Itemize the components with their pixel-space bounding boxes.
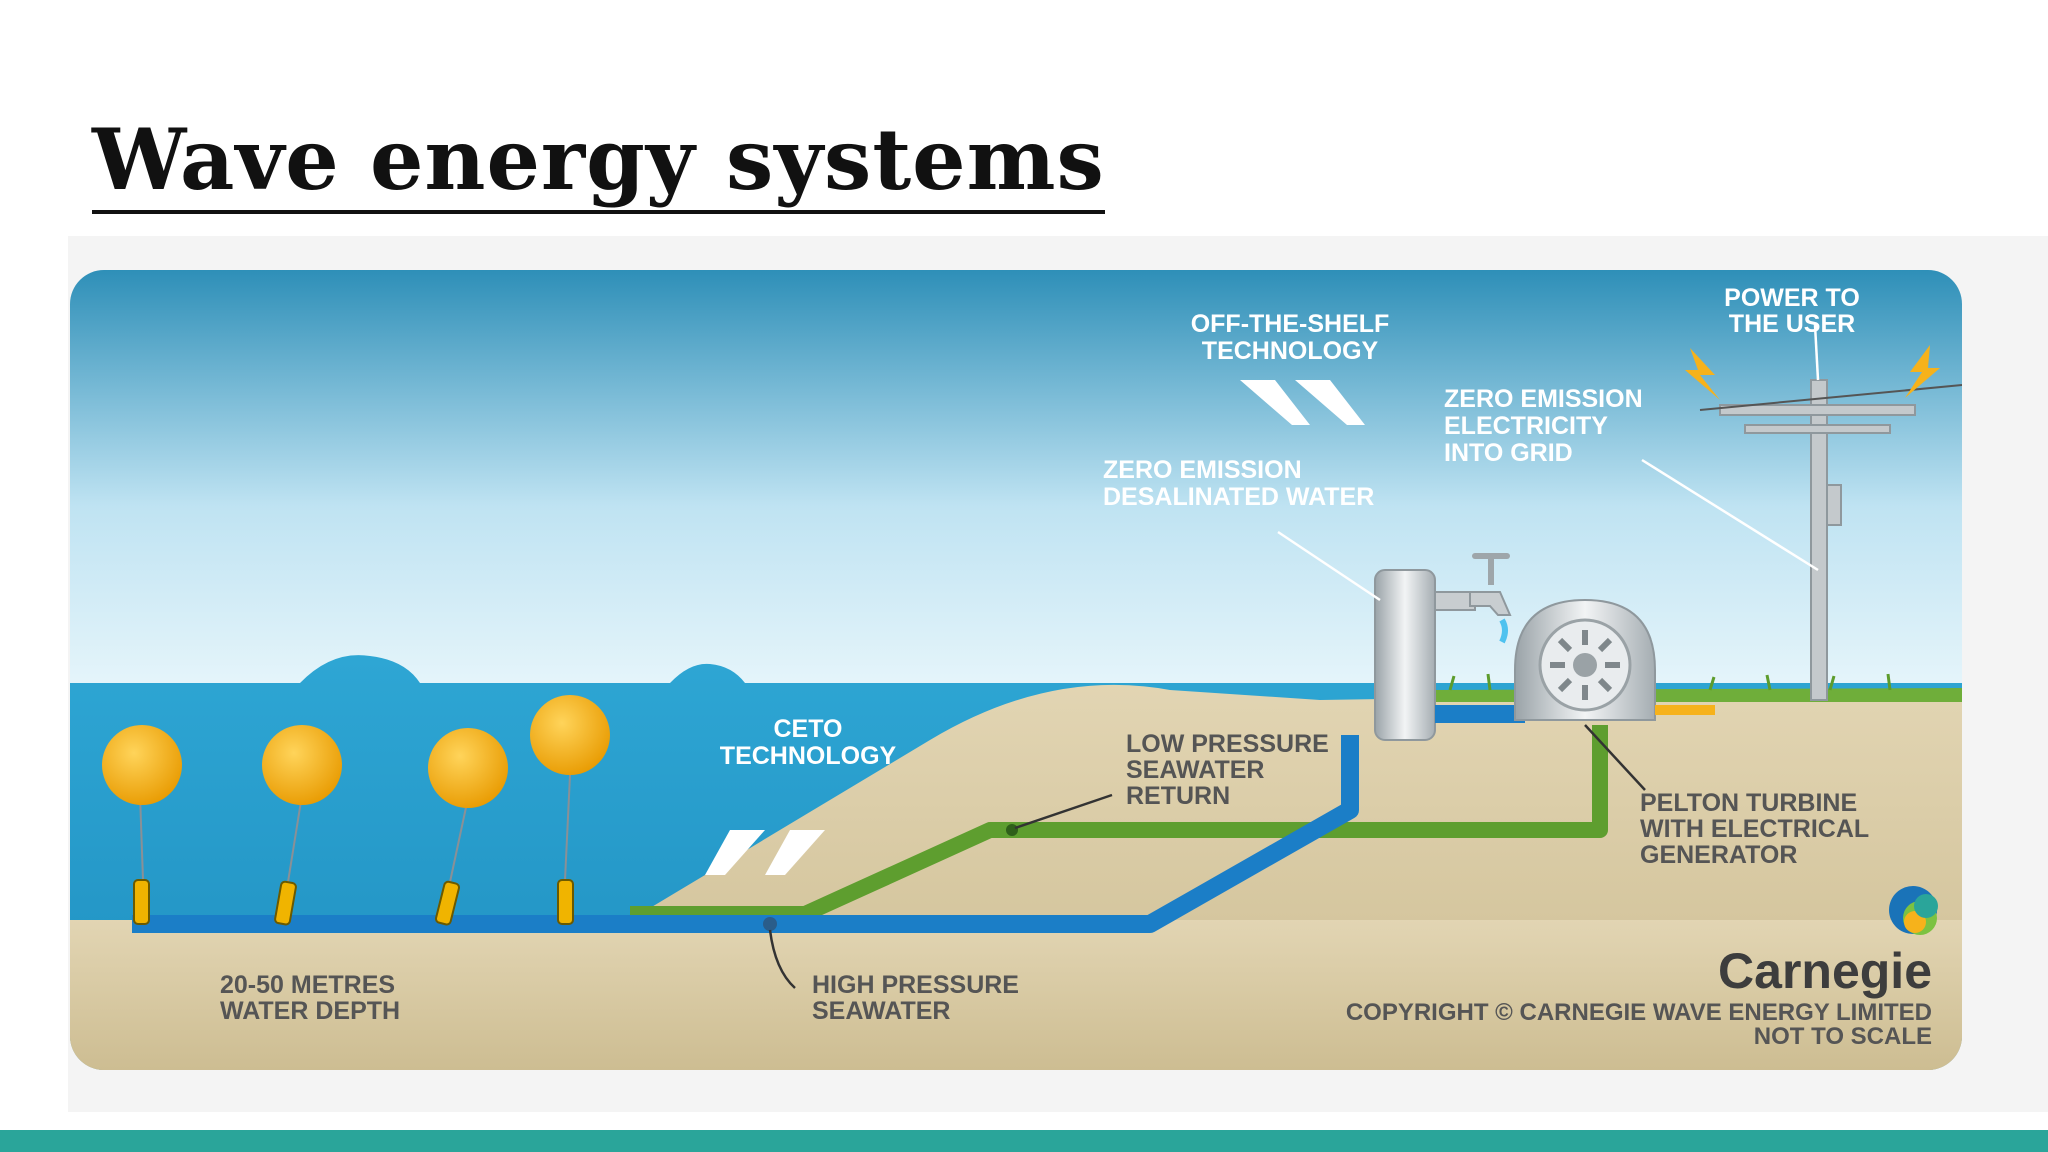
carnegie-logo: Carnegie bbox=[1718, 886, 1938, 999]
power-pole bbox=[1685, 345, 1962, 701]
footer-accent-bar bbox=[0, 1130, 2048, 1152]
page-title: Wave energy systems bbox=[92, 118, 1105, 214]
svg-text:NOT TO SCALE: NOT TO SCALE bbox=[1754, 1023, 1932, 1050]
svg-text:HIGH PRESSURE: HIGH PRESSURE bbox=[812, 971, 1019, 999]
svg-text:INTO GRID: INTO GRID bbox=[1444, 439, 1573, 467]
brand-name: Carnegie bbox=[1718, 943, 1932, 999]
svg-text:TECHNOLOGY: TECHNOLOGY bbox=[720, 742, 897, 770]
label-pelton: PELTON TURBINE WITH ELECTRICAL GENERATOR bbox=[1640, 789, 1869, 869]
ceto-units bbox=[102, 695, 610, 926]
arrows-off-the-shelf bbox=[1240, 380, 1365, 425]
svg-text:DESALINATED WATER: DESALINATED WATER bbox=[1103, 483, 1374, 511]
arrows-ceto bbox=[705, 830, 825, 875]
svg-text:SEAWATER: SEAWATER bbox=[1126, 756, 1264, 784]
svg-text:ELECTRICITY: ELECTRICITY bbox=[1444, 412, 1608, 440]
svg-text:SEAWATER: SEAWATER bbox=[812, 997, 950, 1025]
label-power-to-user: POWER TO THE USER bbox=[1724, 284, 1860, 338]
low-pressure-pipe bbox=[630, 725, 1608, 922]
copyright-note: COPYRIGHT © CARNEGIE WAVE ENERGY LIMITED… bbox=[1346, 999, 1932, 1050]
label-depth: 20-50 METRES WATER DEPTH bbox=[220, 971, 400, 1025]
svg-text:ZERO EMISSION: ZERO EMISSION bbox=[1444, 385, 1643, 413]
pelton-turbine bbox=[1514, 598, 1715, 721]
svg-text:COPYRIGHT © CARNEGIE WAVE ENER: COPYRIGHT © CARNEGIE WAVE ENERGY LIMITED bbox=[1346, 999, 1932, 1026]
label-off-the-shelf: OFF-THE-SHELF TECHNOLOGY bbox=[1191, 310, 1390, 365]
svg-text:ZERO EMISSION: ZERO EMISSION bbox=[1103, 456, 1302, 484]
label-zero-emission-electricity: ZERO EMISSION ELECTRICITY INTO GRID bbox=[1444, 385, 1643, 467]
seabed bbox=[70, 920, 1962, 1070]
svg-text:OFF-THE-SHELF: OFF-THE-SHELF bbox=[1191, 310, 1390, 338]
grass bbox=[1430, 688, 1962, 702]
svg-text:LOW PRESSURE: LOW PRESSURE bbox=[1126, 730, 1329, 758]
label-high-pressure: HIGH PRESSURE SEAWATER bbox=[812, 971, 1019, 1025]
high-pressure-pipe bbox=[132, 735, 1359, 933]
svg-text:CETO: CETO bbox=[774, 715, 843, 743]
svg-text:20-50 METRES: 20-50 METRES bbox=[220, 971, 395, 999]
svg-text:TECHNOLOGY: TECHNOLOGY bbox=[1202, 337, 1379, 365]
svg-text:WITH ELECTRICAL: WITH ELECTRICAL bbox=[1640, 815, 1869, 843]
svg-text:PELTON TURBINE: PELTON TURBINE bbox=[1640, 789, 1857, 817]
label-ceto: CETO TECHNOLOGY bbox=[720, 715, 897, 770]
svg-text:POWER TO: POWER TO bbox=[1724, 284, 1860, 312]
svg-text:RETURN: RETURN bbox=[1126, 782, 1230, 810]
label-low-pressure: LOW PRESSURE SEAWATER RETURN bbox=[1126, 730, 1329, 810]
svg-text:GENERATOR: GENERATOR bbox=[1640, 841, 1797, 869]
desalination-unit bbox=[1374, 553, 1512, 741]
svg-text:WATER DEPTH: WATER DEPTH bbox=[220, 997, 400, 1025]
sky bbox=[70, 270, 1962, 700]
svg-text:THE USER: THE USER bbox=[1729, 310, 1855, 338]
wave-energy-diagram: POWER TO THE USER OFF-THE-SHELF TECHNOLO… bbox=[70, 270, 1962, 1070]
label-zero-emission-water: ZERO EMISSION DESALINATED WATER bbox=[1103, 456, 1374, 511]
